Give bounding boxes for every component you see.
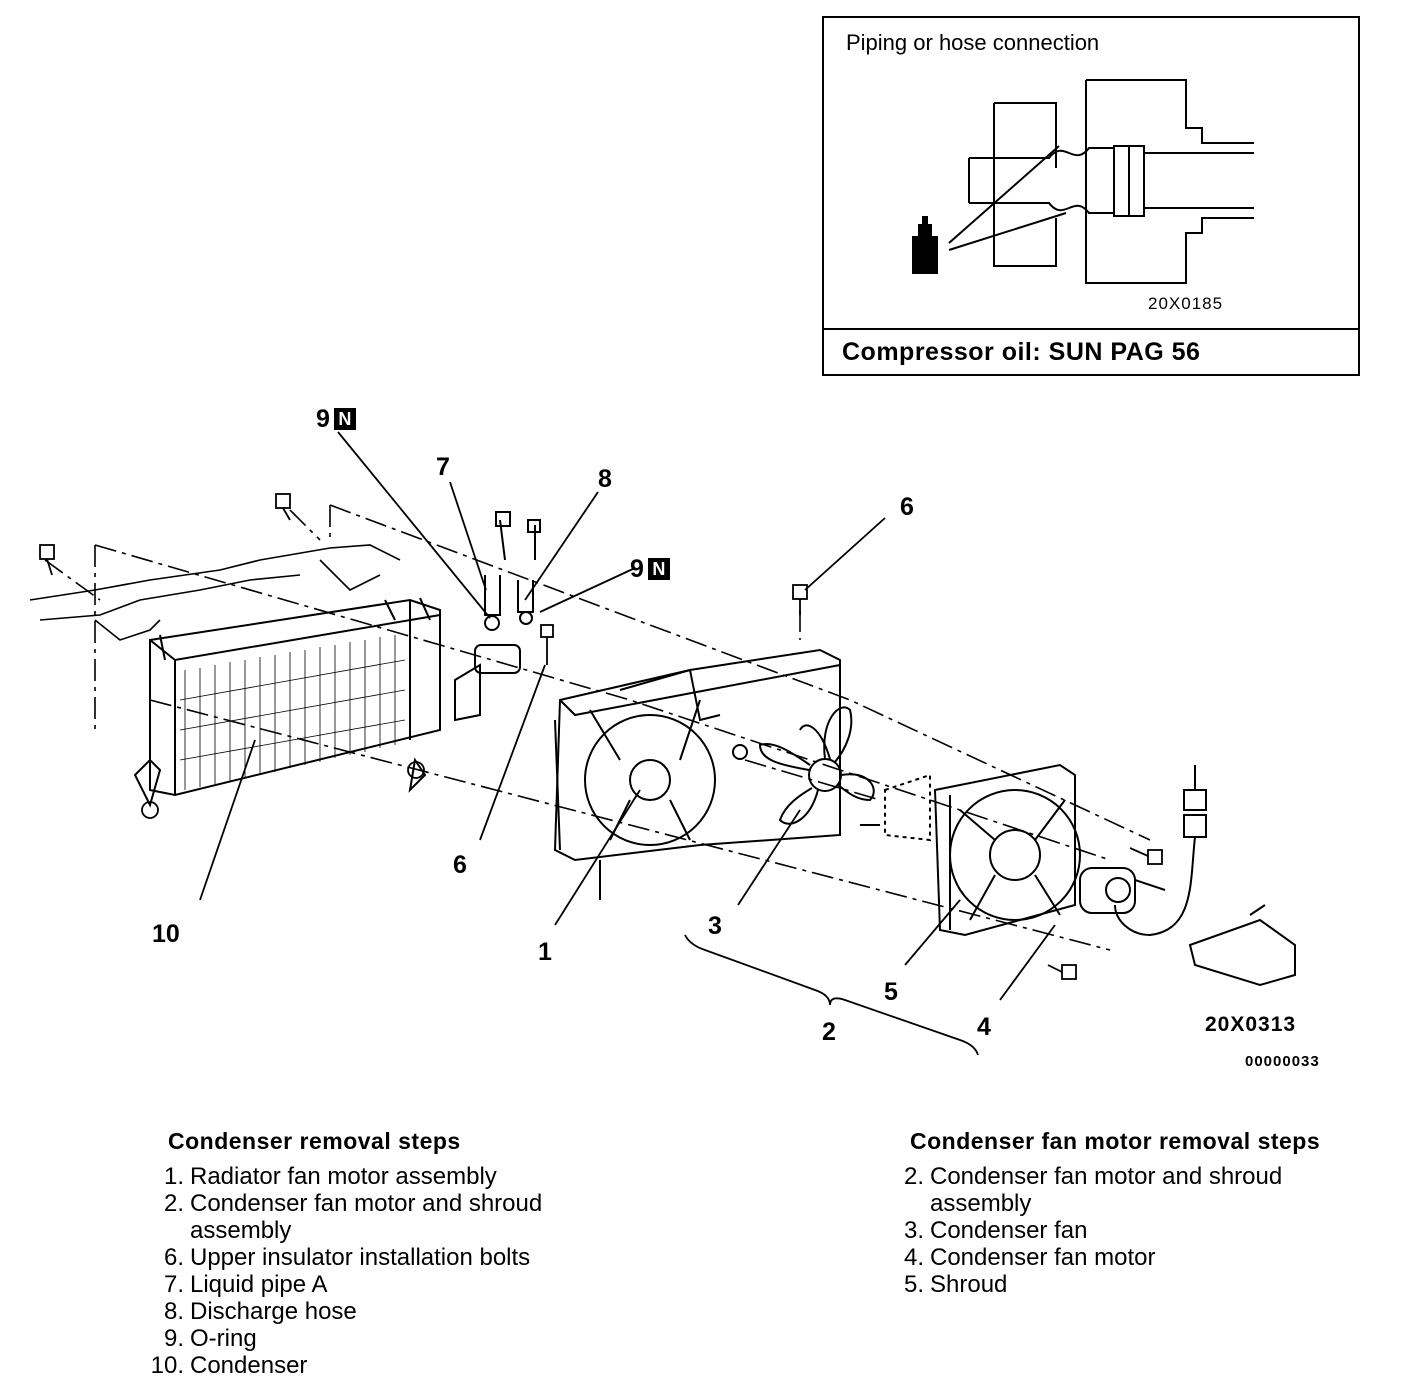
step-item: 3.Condenser fan bbox=[903, 1217, 1088, 1244]
oil-bottle-icon bbox=[912, 216, 938, 274]
callout-7-liquid-pipe: 7 bbox=[436, 453, 450, 481]
step-item: 7.Liquid pipe A bbox=[163, 1271, 328, 1298]
condenser-fan bbox=[758, 706, 875, 825]
step-item: 4.Condenser fan motor bbox=[903, 1244, 1156, 1271]
motor-wiring-connector bbox=[1114, 765, 1296, 987]
condenser-steps-heading: Condenser removal steps bbox=[168, 1128, 461, 1154]
piping-connection-inset: Piping or hose connection 20X0185 Compre… bbox=[822, 16, 1360, 376]
condenser-unit bbox=[133, 597, 481, 808]
callout-10-condenser: 10 bbox=[152, 920, 180, 948]
condenser-removal-steps: Condenser removal steps 1.Radiator fan m… bbox=[150, 1128, 670, 1379]
condenser-shroud bbox=[860, 763, 1081, 937]
step-item: 5.Shroud bbox=[903, 1271, 1008, 1298]
bolts bbox=[39, 493, 1163, 980]
compressor-oil-note: Compressor oil: SUN PAG 56 bbox=[842, 338, 1201, 366]
callout-4-fan-motor: 4 bbox=[977, 1013, 991, 1041]
step-item: 9.O-ring bbox=[163, 1325, 257, 1352]
inset-divider bbox=[824, 328, 1358, 330]
pipe-block bbox=[474, 511, 541, 674]
fan-motor-steps-list: 2.Condenser fan motor and shroud assembl… bbox=[890, 1163, 1400, 1298]
fan-motor-steps-heading: Condenser fan motor removal steps bbox=[910, 1128, 1321, 1154]
callout-5-shroud: 5 bbox=[884, 978, 898, 1006]
step-item: 8.Discharge hose bbox=[163, 1298, 357, 1325]
fan-motor-removal-steps: Condenser fan motor removal steps 2.Cond… bbox=[890, 1128, 1400, 1298]
callout-8-discharge-hose: 8 bbox=[598, 465, 612, 493]
callout-6-bolt-right: 6 bbox=[900, 493, 914, 521]
step-item: 2.Condenser fan motor and shroud assembl… bbox=[163, 1190, 543, 1244]
page-code: 00000033 bbox=[1245, 1053, 1320, 1070]
step-item: 1.Radiator fan motor assembly bbox=[163, 1163, 497, 1190]
callout-3-condenser-fan: 3 bbox=[708, 912, 722, 940]
condenser-fan-motor bbox=[1079, 867, 1166, 914]
hose-connection-drawing bbox=[912, 79, 1254, 284]
condenser-steps-list: 1.Radiator fan motor assembly 2.Condense… bbox=[150, 1163, 670, 1379]
radiator-assembly bbox=[553, 648, 841, 900]
step-item: 10.Condenser bbox=[150, 1352, 308, 1379]
figure-code: 20X0313 bbox=[1205, 1013, 1297, 1036]
new-part-badge: N bbox=[333, 408, 356, 430]
callout-number: 9 bbox=[630, 555, 644, 583]
step-item: 2.Condenser fan motor and shroud assembl… bbox=[903, 1163, 1283, 1217]
inset-title: Piping or hose connection bbox=[846, 30, 1100, 55]
callout-6-bolt-left: 6 bbox=[453, 851, 467, 879]
new-part-badge: N bbox=[647, 558, 670, 580]
inset-figure-code: 20X0185 bbox=[1148, 294, 1224, 313]
callout-number: 9 bbox=[316, 405, 330, 433]
callout-2-fan-shroud-assembly: 2 bbox=[822, 1018, 836, 1046]
callout-1-radiator-fan: 1 bbox=[538, 938, 552, 966]
step-item: 6.Upper insulator installation bolts bbox=[163, 1244, 531, 1271]
body-panel-outline bbox=[29, 544, 401, 641]
callout-leader-lines bbox=[199, 431, 1056, 1056]
